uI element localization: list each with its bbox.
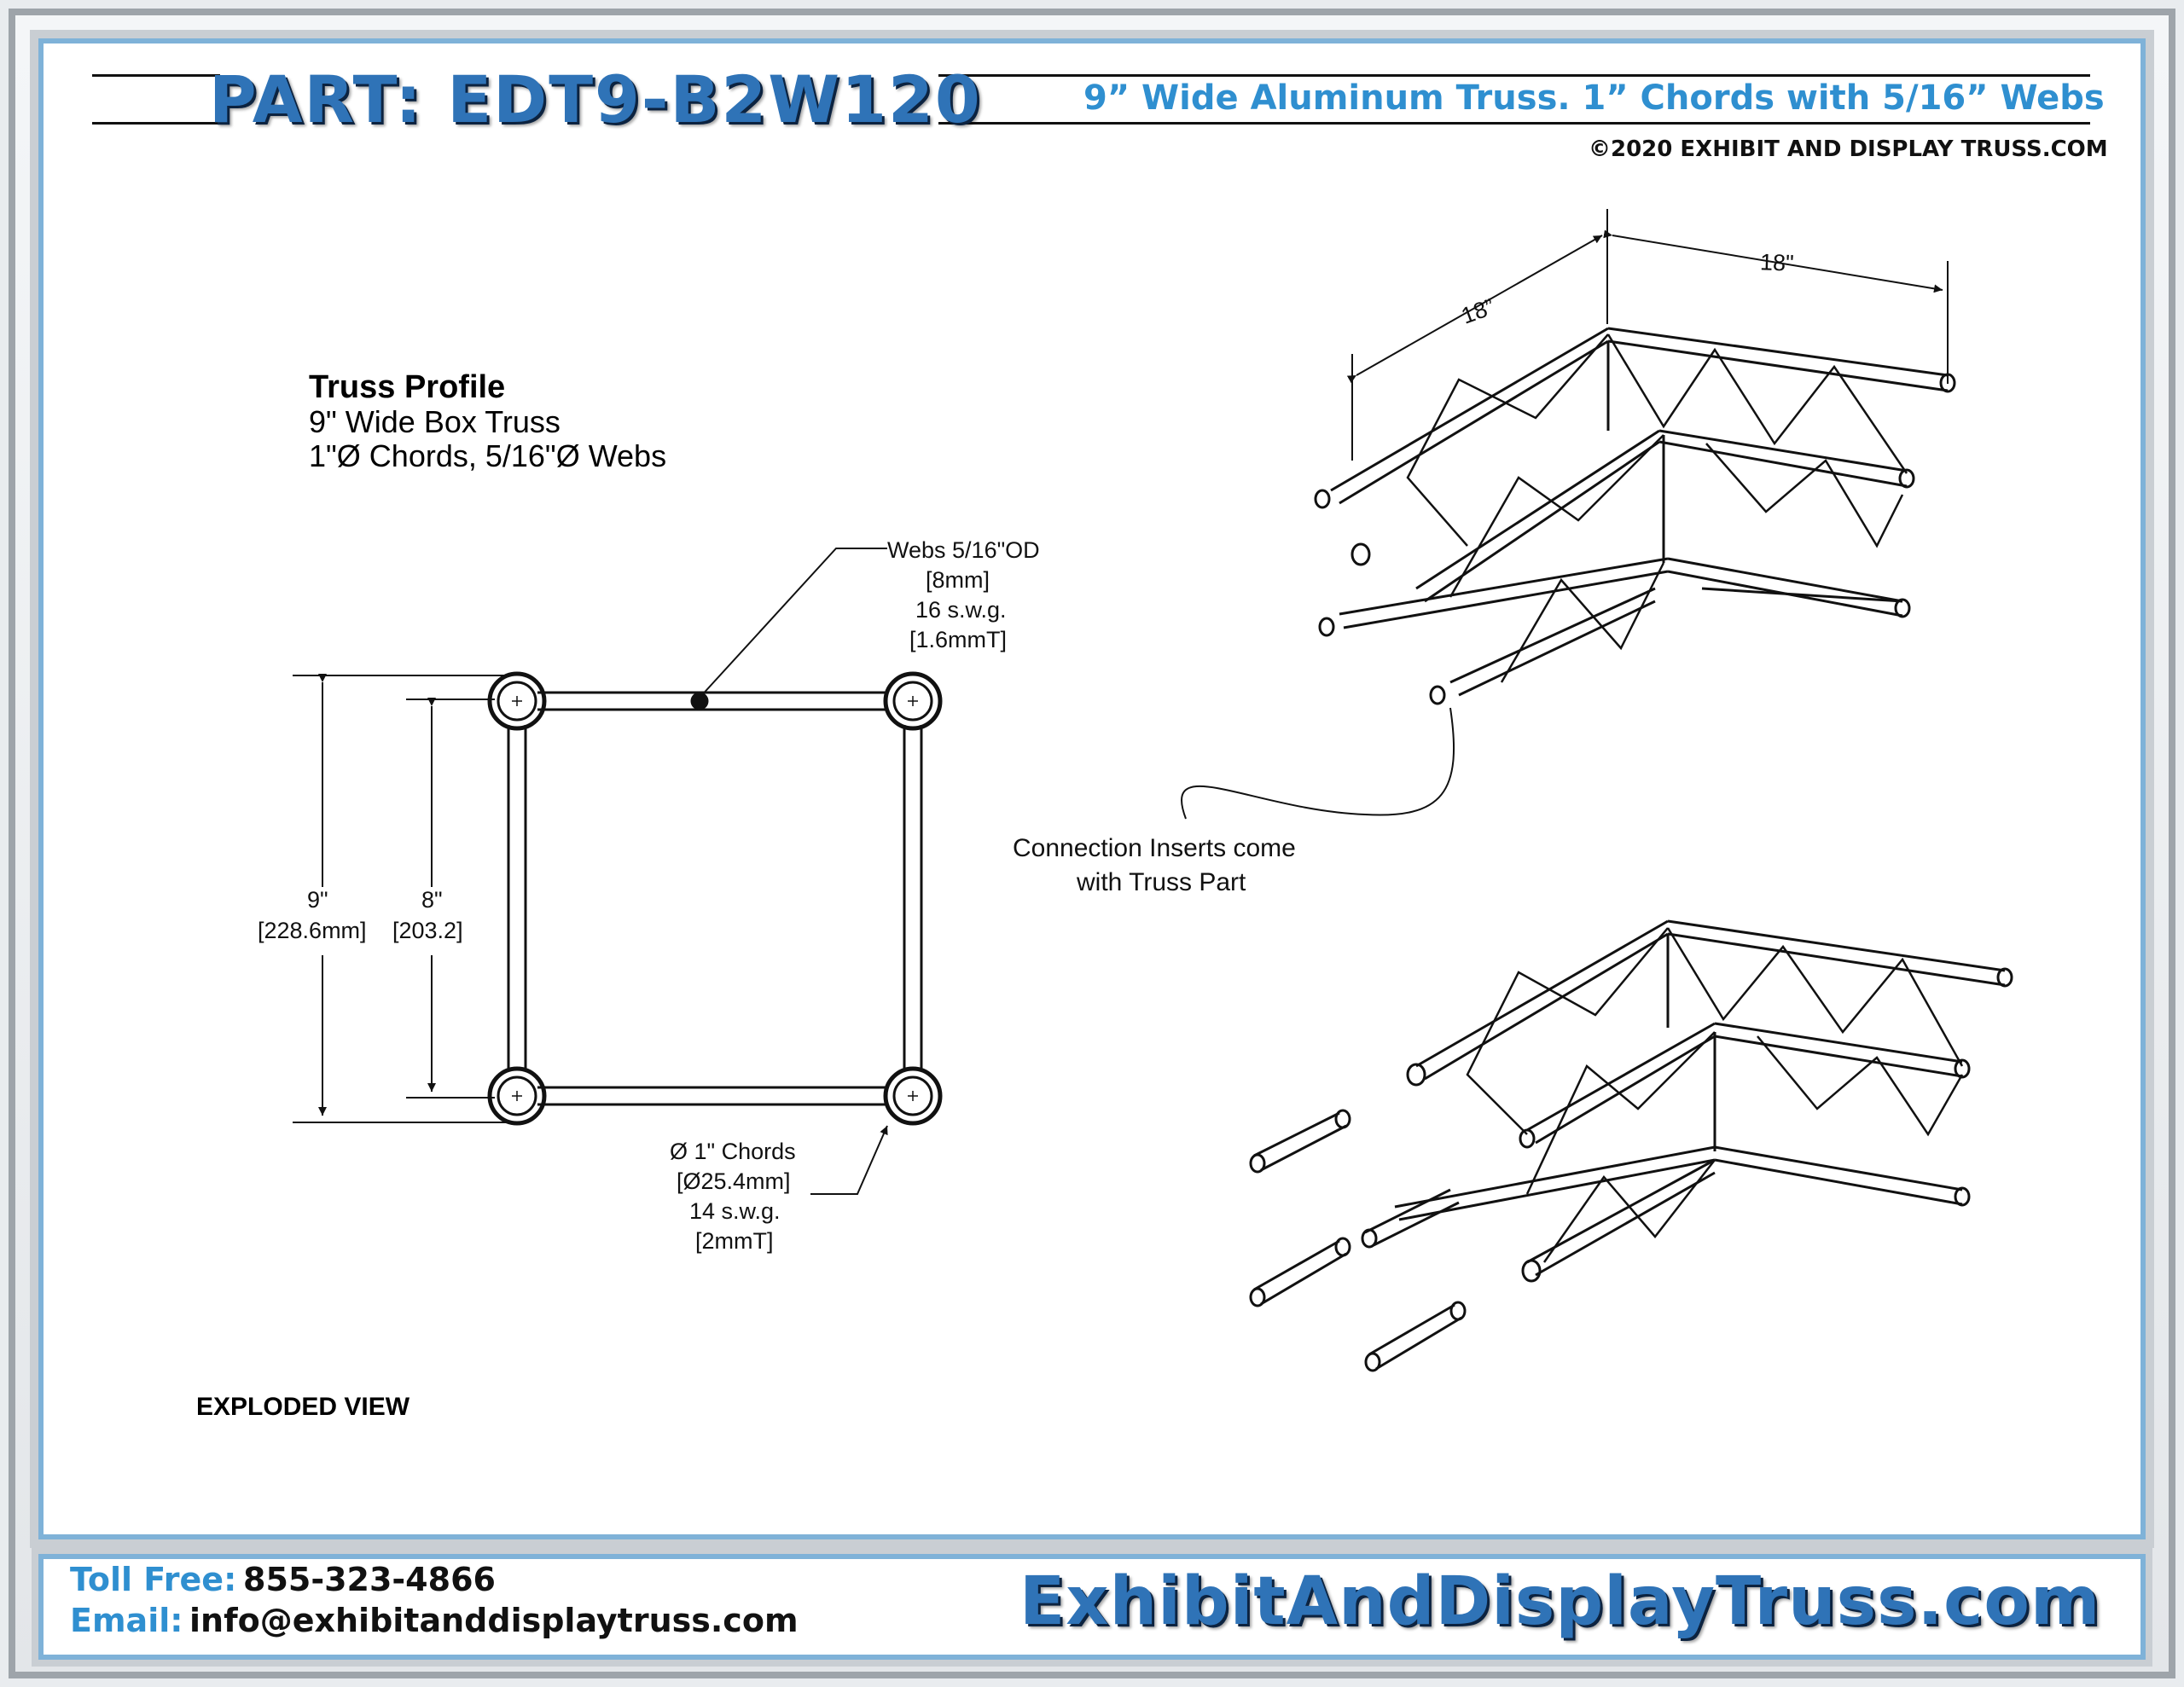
chords-callout-2: [Ø25.4mm] (677, 1168, 791, 1194)
insert-pin-3 (1364, 1301, 1467, 1372)
assembled-truss-corner (1181, 209, 1956, 820)
header-rule-right-bottom (938, 122, 2090, 125)
toll-free-label: Toll Free: (70, 1561, 237, 1598)
dim-outer-inch: 9" (307, 887, 328, 913)
web-section-dot (690, 692, 709, 710)
profile-title: Truss Profile (309, 369, 506, 405)
exploded-truss-corner (1249, 919, 2013, 1372)
webs-callout-4: [1.6mmT] (909, 627, 1008, 652)
email-label: Email: (70, 1602, 183, 1639)
connection-note-2: with Truss Part (1077, 868, 1246, 896)
profile-line-1: 9" Wide Box Truss (309, 404, 561, 439)
insert-pin-1 (1249, 1109, 1351, 1174)
email-address[interactable]: info@exhibitanddisplaytruss.com (189, 1602, 799, 1639)
dim-outer-mm: [228.6mm] (258, 918, 367, 943)
chord-top-left (487, 671, 547, 731)
chords-callout-4: [2mmT] (695, 1228, 774, 1254)
connection-note-1: Connection Inserts come (1013, 834, 1296, 862)
part-title: PART: EDT9-B2W120 (209, 61, 982, 137)
dim-inner-mm: [203.2] (392, 918, 463, 943)
chords-callout-1: Ø 1" Chords (670, 1139, 796, 1164)
profile-line-2: 1"Ø Chords, 5/16"Ø Webs (309, 438, 667, 473)
insert-pin-2 (1249, 1237, 1351, 1307)
copyright: ©2020 EXHIBIT AND DISPLAY TRUSS.COM (1589, 136, 2108, 162)
header-rule-left-top (92, 74, 220, 77)
header-rule-left-bottom (92, 122, 220, 125)
chords-callout-3: 14 s.w.g. (689, 1198, 781, 1224)
webs-callout-1: Webs 5/16"OD (887, 537, 1040, 563)
webs-callout-2: [8mm] (926, 567, 990, 593)
profile-cross-section (487, 548, 943, 1195)
part-subtitle: 9” Wide Aluminum Truss. 1” Chords with 5… (1083, 78, 2105, 118)
chord-bottom-right (883, 1066, 943, 1126)
header-rule-right-top (938, 74, 2090, 77)
chord-bottom-left (487, 1066, 547, 1126)
footer-panel (38, 1554, 2146, 1660)
exploded-view-label: EXPLODED VIEW (196, 1393, 410, 1421)
dim-inner-inch: 8" (421, 887, 443, 913)
webs-callout-3: 16 s.w.g. (915, 597, 1007, 623)
profile-dimensions (293, 674, 512, 1123)
website-link[interactable]: ExhibitAndDisplayTruss.com (1019, 1563, 2101, 1640)
toll-free-number[interactable]: 855-323-4866 (243, 1561, 496, 1598)
chord-top-right (883, 671, 943, 731)
